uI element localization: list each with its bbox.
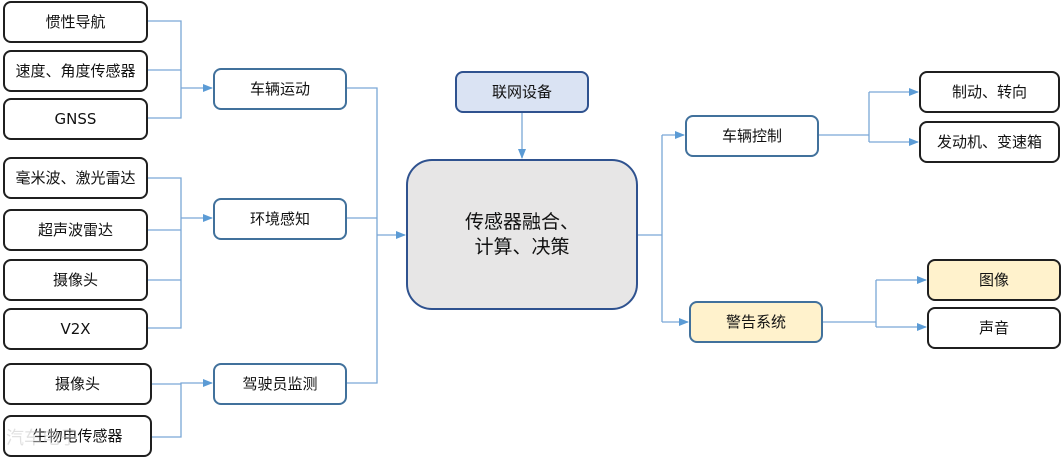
arrow-to-driver-monitoring <box>151 379 213 438</box>
node-environment-perception: 环境感知 <box>213 198 347 240</box>
node-camera-driver: 摄像头 <box>3 363 152 405</box>
watermark-text: 汽车电子 <box>6 428 78 449</box>
node-connected-device: 联网设备 <box>455 71 589 113</box>
node-sound: 声音 <box>927 307 1061 349</box>
node-engine-gearbox: 发动机、变速箱 <box>919 121 1060 163</box>
connector-groups-to-center <box>347 87 378 384</box>
node-vehicle-motion: 车辆运动 <box>213 68 347 110</box>
node-vehicle-control: 车辆控制 <box>685 115 819 157</box>
connector-environment-bracket <box>147 177 182 329</box>
node-gnss: GNSS <box>3 98 148 140</box>
node-inertial-navigation: 惯性导航 <box>3 1 148 43</box>
node-brake-steering: 制动、转向 <box>919 71 1060 113</box>
node-warning-system: 警告系统 <box>689 301 823 343</box>
node-image: 图像 <box>927 259 1061 301</box>
node-ultrasonic-radar: 超声波雷达 <box>3 209 148 251</box>
sensor-fusion-line1: 传感器融合、 <box>464 210 579 233</box>
sensor-fusion-line2: 计算、决策 <box>474 235 570 258</box>
node-camera-environment: 摄像头 <box>3 259 148 301</box>
node-driver-monitoring: 驾驶员监测 <box>213 363 347 405</box>
node-bioelectric-sensor: 生物电传感器 <box>3 415 152 457</box>
node-speed-angle-sensor: 速度、角度传感器 <box>3 50 148 92</box>
node-v2x: V2X <box>3 308 148 350</box>
node-sensor-fusion: 传感器融合、 计算、决策 <box>406 159 638 310</box>
node-mmwave-lidar: 毫米波、激光雷达 <box>3 157 148 199</box>
